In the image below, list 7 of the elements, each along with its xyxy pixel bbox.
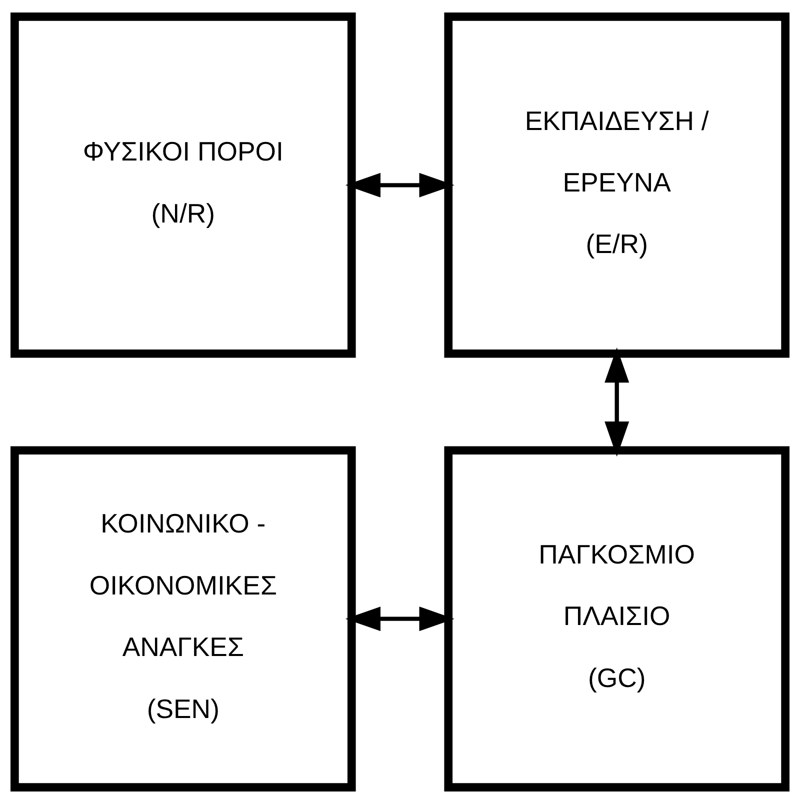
node-box: ΚΟΙΝΩΝΙΚΟ - ΟΙΚΟΝΟΜΙΚΕΣ ΑΝΑΓΚΕΣ (SEN) — [10, 446, 356, 791]
arrow — [604, 347, 630, 456]
arrow — [345, 606, 454, 631]
node-box: ΠΑΓΚΟΣΜΙΟ ΠΛΑΙΣΙΟ (GC) — [444, 446, 790, 791]
arrow — [345, 172, 454, 197]
node-box: ΕΚΠΑΙΔΕΥΣΗ / ΕΡΕΥΝΑ (E/R) — [444, 12, 790, 358]
node-box: ΦΥΣΙΚΟΙ ΠΟΡΟΙ (N/R) — [10, 12, 356, 358]
